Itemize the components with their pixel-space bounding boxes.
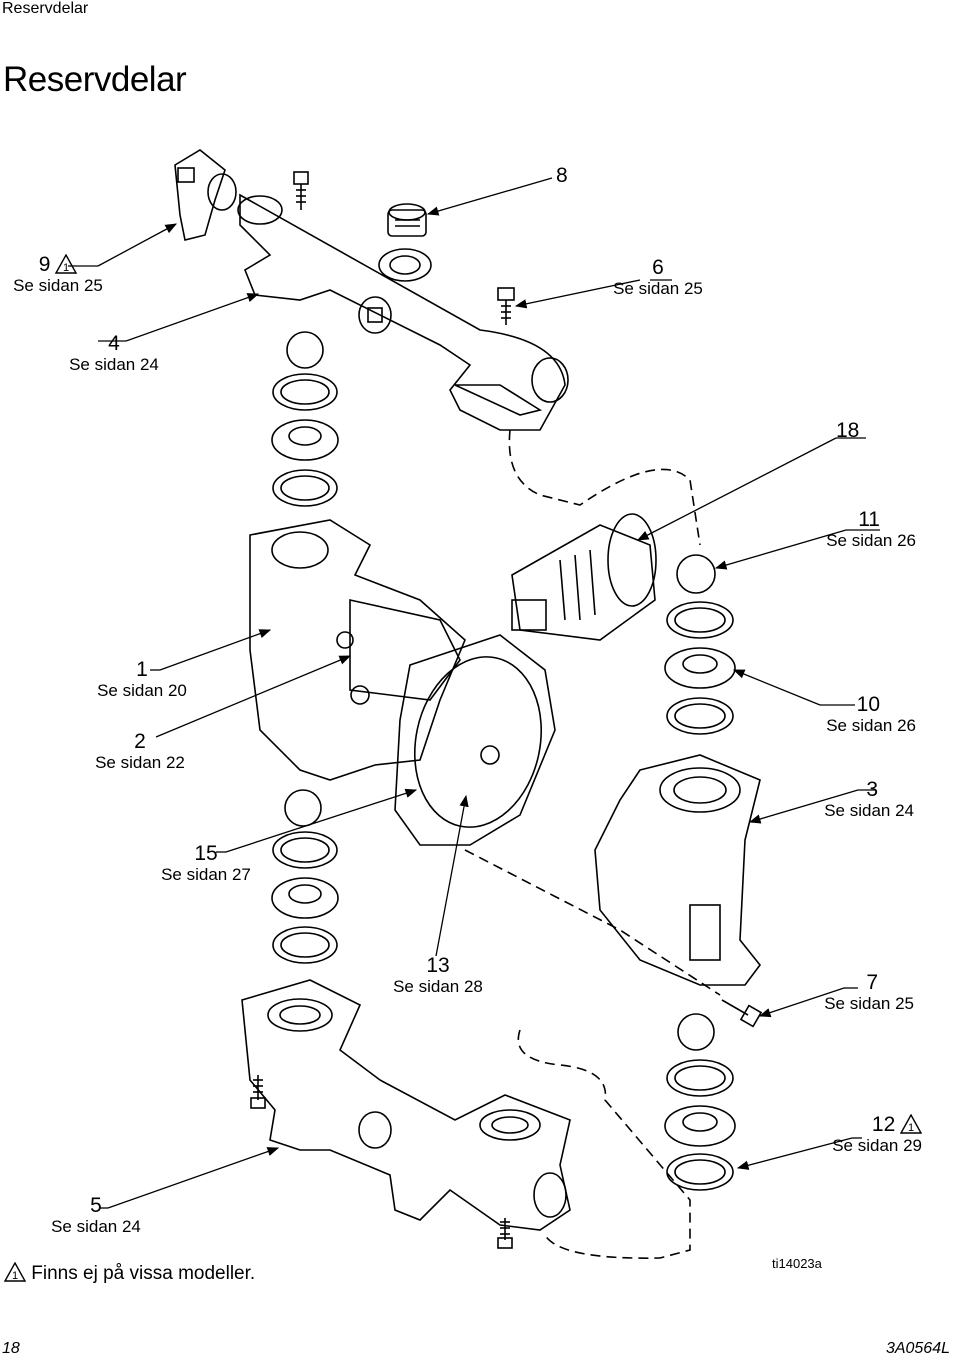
bolt-top-right — [497, 287, 515, 325]
callout-2: 2 Se sidan 22 — [95, 730, 185, 772]
callout-10: 10 Se sidan 26 — [826, 693, 916, 735]
callout-9: 9 1 Se sidan 25 — [13, 253, 103, 295]
svg-text:1: 1 — [12, 1270, 18, 1282]
callout-3: 3 Se sidan 24 — [824, 778, 914, 820]
callout-8: 8 — [556, 164, 568, 187]
callout-1: 1 Se sidan 20 — [97, 658, 187, 700]
center-section — [249, 519, 466, 781]
doc-number: 3A0564L — [885, 1340, 950, 1357]
page-number: 18 — [2, 1340, 20, 1357]
warning-triangle-icon: 1 — [900, 1114, 922, 1134]
callout-15: 15 Se sidan 27 — [161, 842, 251, 884]
muffler — [511, 513, 657, 641]
footnote-text: Finns ej på vissa modeller. — [31, 1263, 256, 1284]
callout-6: 6 Se sidan 25 — [613, 256, 703, 298]
callout-4: 4 Se sidan 24 — [69, 332, 159, 374]
callout-11: 11 Se sidan 26 — [826, 508, 916, 550]
warning-triangle-icon: 1 — [55, 254, 78, 274]
figure-id: ti14023a — [772, 1256, 822, 1271]
svg-text:1: 1 — [63, 262, 69, 274]
outlet-manifold — [237, 193, 569, 431]
bolt-right — [721, 999, 763, 1028]
running-header: Reservdelar — [2, 0, 89, 17]
fluid-cover-right — [594, 754, 762, 986]
footnote: 1 Finns ej på vissa modeller. — [4, 1262, 256, 1285]
bolt-bottom-right — [497, 1218, 513, 1249]
warning-triangle-icon: 1 — [4, 1262, 26, 1282]
elbow-fitting — [174, 149, 237, 241]
pipe-plug — [387, 203, 427, 237]
diaphragm-plate — [394, 634, 556, 846]
check-ball — [286, 331, 324, 369]
svg-text:1: 1 — [908, 1122, 914, 1134]
inlet-manifold — [241, 979, 571, 1231]
bolt-top-left — [293, 171, 309, 210]
callout-5: 5 Se sidan 24 — [51, 1194, 141, 1236]
callout-13: 13 Se sidan 28 — [393, 954, 483, 996]
callout-12: 12 1 Se sidan 29 — [832, 1113, 922, 1155]
bolt-bottom-left — [250, 1075, 266, 1109]
page-title: Reservdelar — [3, 60, 187, 99]
callout-18: 18 — [836, 419, 860, 442]
callout-7: 7 Se sidan 25 — [824, 971, 914, 1013]
